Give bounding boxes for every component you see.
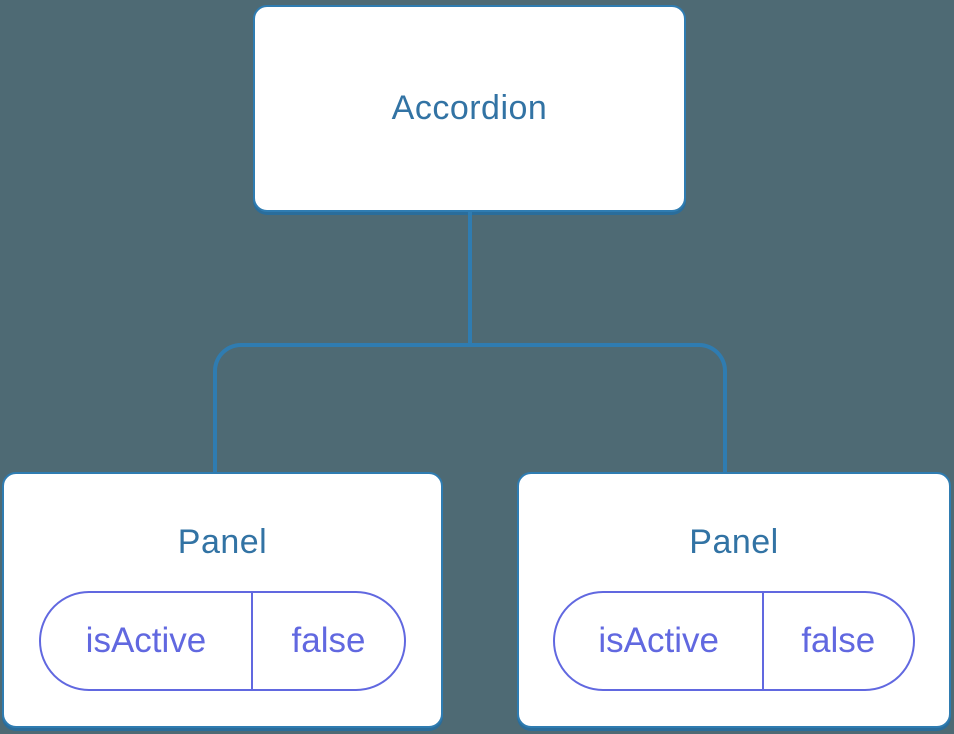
state-key-right: isActive [555, 592, 764, 689]
state-value-left: false [291, 620, 366, 660]
state-key-left: isActive [41, 592, 253, 689]
node-accordion-label: Accordion [391, 89, 548, 128]
node-panel-right-label: Panel [689, 523, 779, 561]
node-panel-left: Panel isActive false [2, 472, 443, 728]
connector-branch-line [213, 343, 727, 472]
state-value-right: false [801, 620, 876, 660]
node-panel-right: Panel isActive false [517, 472, 951, 728]
node-panel-left-label: Panel [177, 523, 268, 561]
connector-stem-line [468, 212, 472, 347]
state-pill-left: isActive false [38, 590, 407, 691]
state-pill-right: isActive false [553, 590, 915, 691]
node-accordion: Accordion [253, 5, 686, 212]
